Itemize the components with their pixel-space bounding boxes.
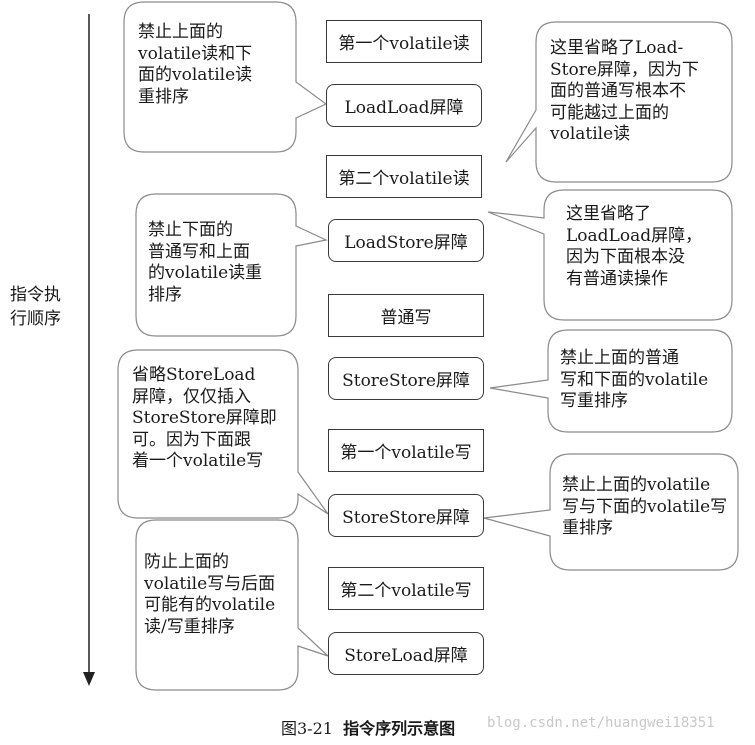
step-storeload-barrier: StoreLoad屏障	[328, 632, 484, 675]
step-second-volatile-write: 第二个volatile写	[328, 567, 484, 610]
callout-text-4: 这里省略了 LoadLoad屏障， 因为下面根本没 有普通读操作	[566, 204, 703, 289]
watermark: blog.csdn.net/huangwei18351	[487, 715, 715, 731]
callout-text-3: 禁止下面的 普通写和上面 的volatile读重 排序	[148, 220, 263, 305]
callout-text-2: 这里省略了Load- Store屏障，因为下 面的普通写根本不 可能越过上面的 …	[550, 38, 699, 144]
callout-bubble-8	[135, 519, 329, 691]
step-second-volatile-read: 第二个volatile读	[326, 155, 482, 198]
callout-text-6: 省略StoreLoad 屏障，仅仅插入 StoreStore屏障即 可。因为下面…	[132, 365, 277, 471]
step-loadload-barrier: LoadLoad屏障	[326, 84, 482, 127]
callout-bubble-3	[135, 193, 328, 337]
figure-caption: 图3-21 指令序列示意图	[281, 715, 455, 739]
callout-bubble-1	[123, 1, 328, 153]
timeline-arrowhead	[83, 672, 95, 686]
timeline-label: 指令执 行顺序	[10, 285, 61, 329]
callout-text-5: 禁止上面的普通 写和下面的volatile 写重排序	[560, 348, 709, 411]
callout-text-1: 禁止上面的 volatile读和下 面的volatile读 重排序	[138, 22, 253, 107]
callout-bubble-6	[117, 349, 329, 519]
step-loadstore-barrier: LoadStore屏障	[328, 219, 484, 262]
step-storestore-barrier-1: StoreStore屏障	[328, 357, 484, 400]
figure-title: 指令序列示意图	[343, 719, 456, 738]
step-first-volatile-read: 第一个volatile读	[326, 20, 482, 63]
callout-bubble-2	[505, 21, 733, 183]
callout-bubble-5	[489, 329, 733, 433]
callout-bubble-7	[483, 453, 739, 571]
callout-bubble-4	[487, 189, 733, 321]
callout-text-7: 禁止上面的volatile 写与下面的volatile写 重排序	[562, 475, 728, 538]
figure-number: 图3-21	[281, 719, 333, 738]
step-storestore-barrier-2: StoreStore屏障	[328, 494, 484, 537]
callout-text-8: 防止上面的 volatile写与后面 可能有的volatile 读/写重排序	[144, 552, 276, 637]
step-first-volatile-write: 第一个volatile写	[328, 429, 484, 472]
step-normal-write: 普通写	[328, 294, 484, 337]
